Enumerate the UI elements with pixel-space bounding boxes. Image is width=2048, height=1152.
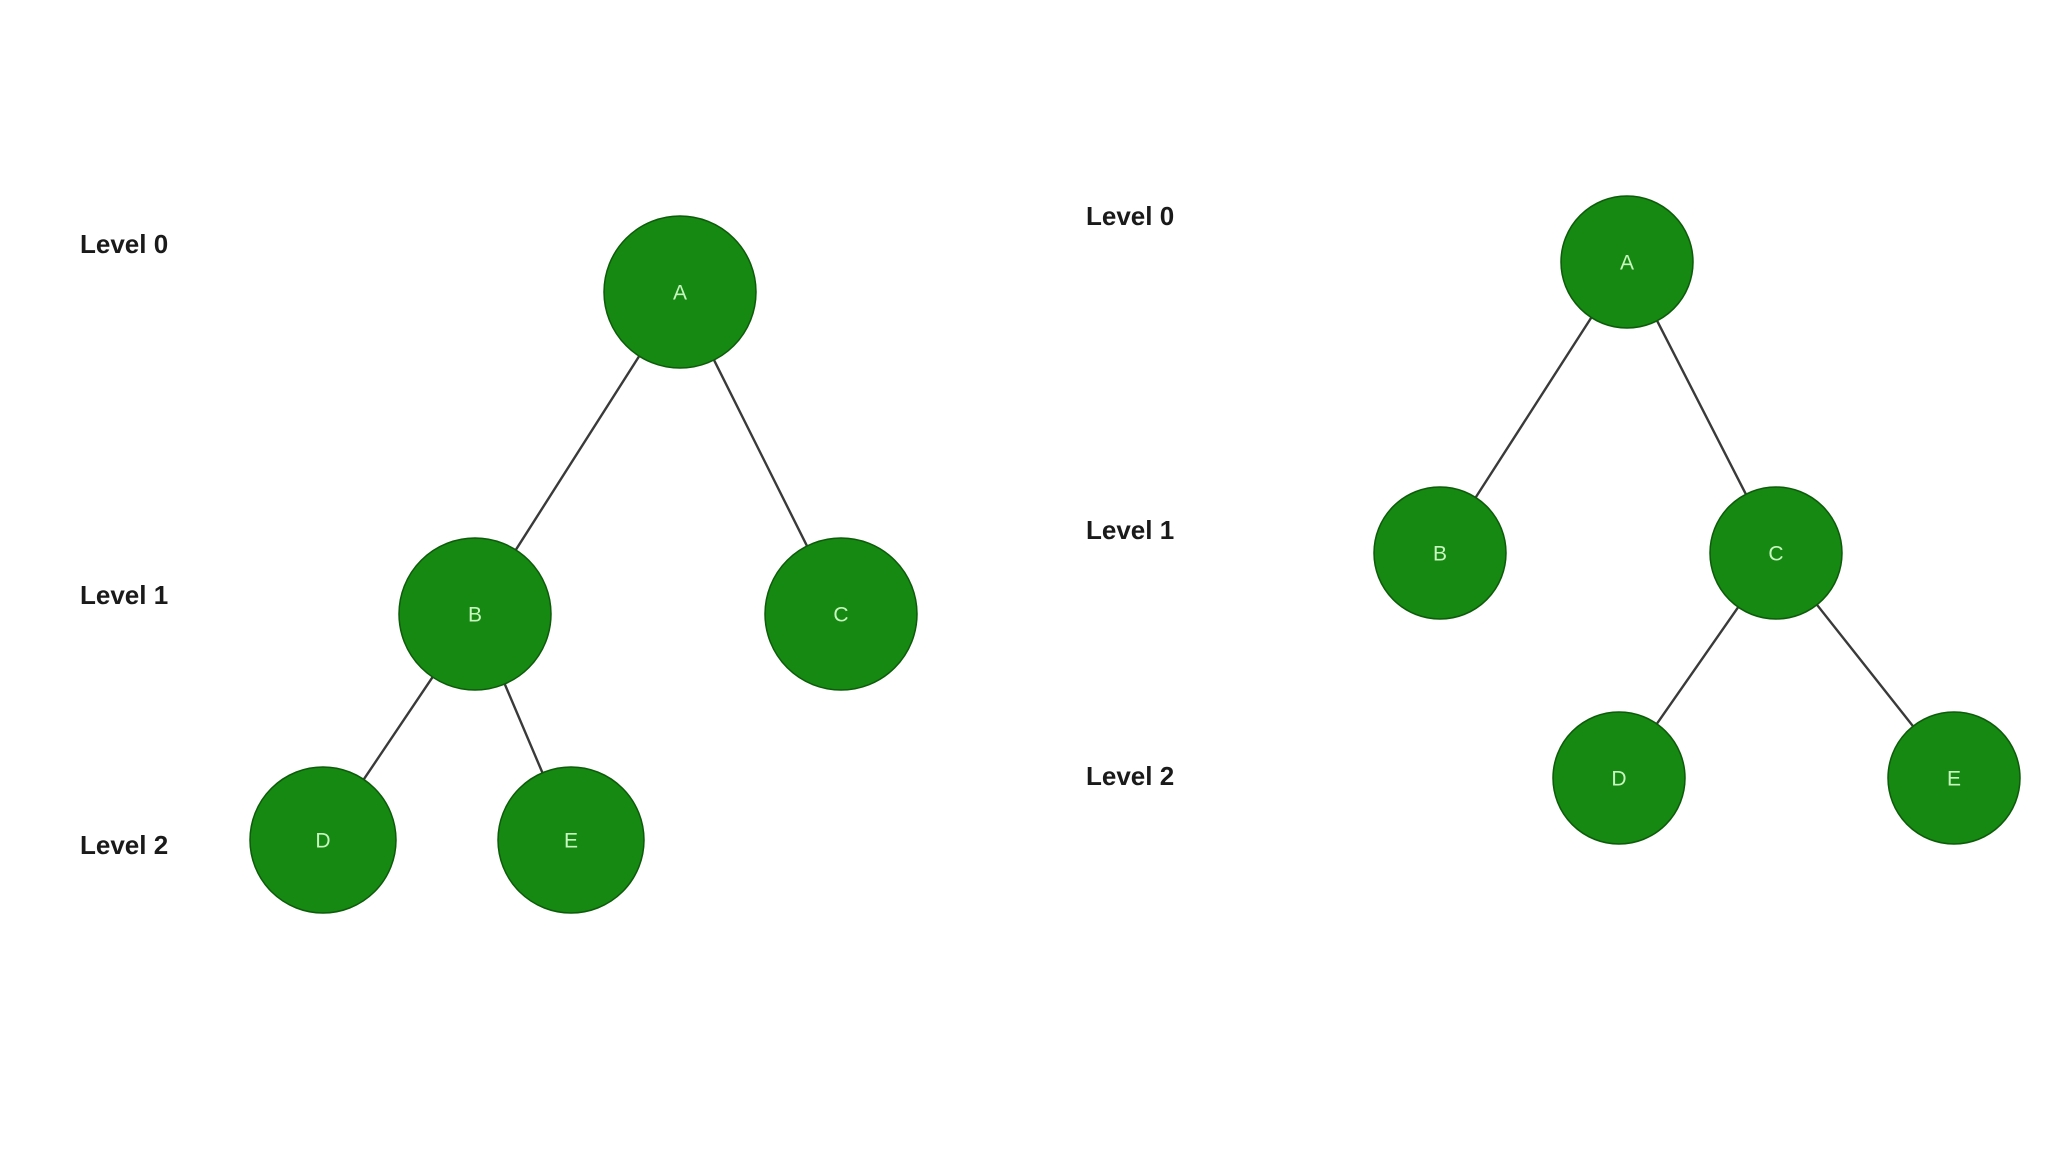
level-label-1: Level 1: [80, 580, 168, 610]
tree-node-c[interactable]: C: [764, 537, 918, 691]
tree-node-d[interactable]: D: [249, 766, 397, 914]
tree-node-e[interactable]: E: [497, 766, 645, 914]
level-label-2: Level 2: [1086, 761, 1174, 791]
edge-group: [1473, 314, 1916, 730]
node-label-c: C: [833, 604, 848, 627]
node-circle-b[interactable]: [1373, 486, 1507, 620]
node-circle-a[interactable]: [1560, 195, 1694, 329]
tree-edge-c-e: [1814, 601, 1916, 730]
node-circle-b[interactable]: [398, 537, 552, 691]
node-circle-c[interactable]: [764, 537, 918, 691]
tree-node-d[interactable]: D: [1552, 711, 1686, 845]
tree-node-b[interactable]: B: [398, 537, 552, 691]
node-circle-d[interactable]: [249, 766, 397, 914]
node-label-e: E: [564, 830, 578, 853]
node-label-a: A: [673, 282, 687, 305]
tree-edge-a-c: [711, 356, 810, 550]
tree-edge-a-c: [1654, 317, 1749, 498]
tree-edge-b-e: [502, 680, 545, 776]
node-label-a: A: [1620, 252, 1634, 275]
binary-tree-right: A B C D E Level 0 Level 1 Level 2: [1086, 195, 2021, 845]
tree-node-a[interactable]: A: [603, 215, 757, 369]
node-label-b: B: [468, 604, 482, 627]
level-label-0: Level 0: [80, 229, 168, 259]
tree-node-a[interactable]: A: [1560, 195, 1694, 329]
tree-edge-a-b: [1473, 314, 1594, 501]
tree-edge-c-d: [1654, 604, 1741, 727]
tree-node-c[interactable]: C: [1709, 486, 1843, 620]
node-label-b: B: [1433, 543, 1447, 566]
level-label-2: Level 2: [80, 830, 168, 860]
node-circle-e[interactable]: [1887, 711, 2021, 845]
node-circle-d[interactable]: [1552, 711, 1686, 845]
node-circle-c[interactable]: [1709, 486, 1843, 620]
node-circle-a[interactable]: [603, 215, 757, 369]
level-label-0: Level 0: [1086, 201, 1174, 231]
tree-edge-b-d: [361, 674, 435, 783]
node-label-d: D: [1611, 768, 1626, 791]
binary-tree-left: A B C D E Level 0 Level 1 Level 2: [80, 215, 918, 914]
tree-node-e[interactable]: E: [1887, 711, 2021, 845]
edge-group: [361, 353, 810, 783]
node-label-c: C: [1768, 543, 1783, 566]
tree-edge-a-b: [513, 353, 642, 553]
node-circle-e[interactable]: [497, 766, 645, 914]
node-label-d: D: [315, 830, 330, 853]
node-label-e: E: [1947, 768, 1961, 791]
tree-node-b[interactable]: B: [1373, 486, 1507, 620]
level-label-1: Level 1: [1086, 515, 1174, 545]
